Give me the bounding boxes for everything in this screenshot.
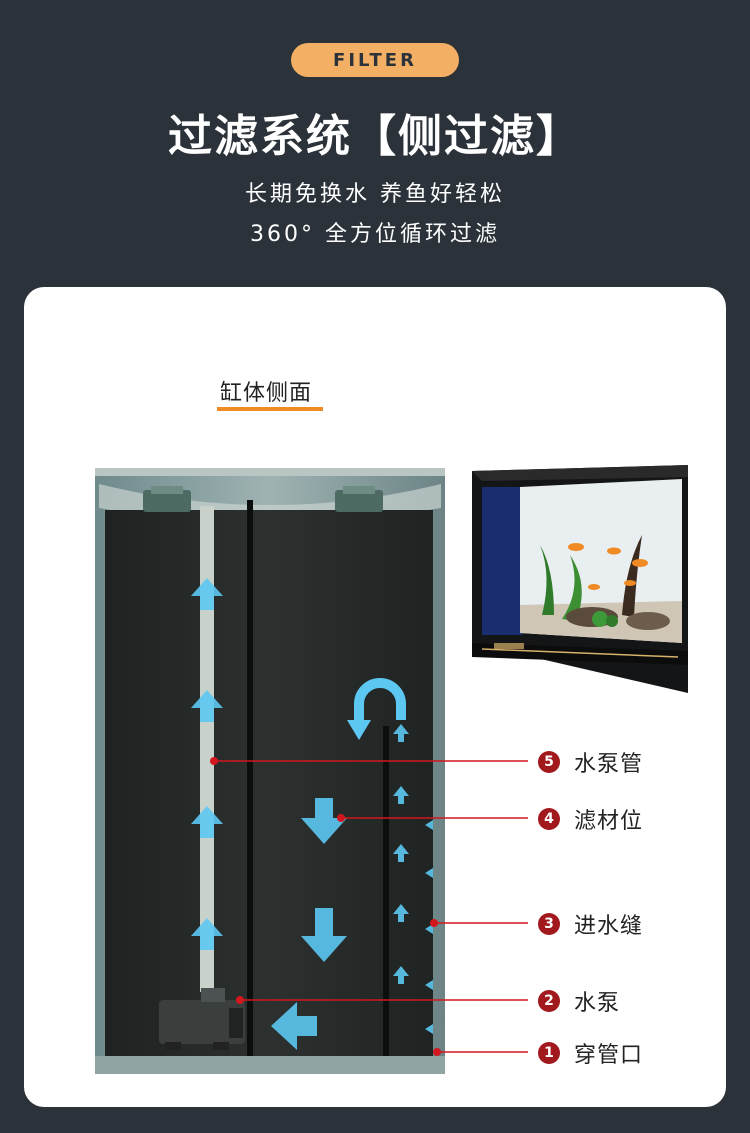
page-title: 过滤系统【侧过滤】 <box>168 111 582 162</box>
filter-badge: FILTER <box>291 43 459 77</box>
content-card: 缸体侧面 <box>24 287 726 1107</box>
callout-label: 穿管口 <box>574 1043 644 1068</box>
callout-number: 1 <box>538 1042 560 1064</box>
callout-number: 3 <box>538 913 560 935</box>
callout-pipe-hole: 1 穿管口 <box>538 1039 644 1068</box>
callout-number: 4 <box>538 808 560 830</box>
callout-pump: 2 水泵 <box>538 987 621 1016</box>
subtitle-line-1: 长期免换水 养鱼好轻松 <box>245 182 505 207</box>
callout-label: 滤材位 <box>574 809 644 834</box>
aquarium-product-image <box>472 465 688 693</box>
callout-number: 5 <box>538 751 560 773</box>
callout-water-inlet: 3 进水缝 <box>538 910 644 939</box>
tank-side-view <box>95 468 445 1074</box>
subtitle-line-2: 360° 全方位循环过滤 <box>250 222 500 247</box>
callout-label: 水泵管 <box>574 752 644 777</box>
section-title: 缸体侧面 <box>220 381 313 406</box>
callout-label: 水泵 <box>574 991 621 1016</box>
callout-label: 进水缝 <box>574 914 644 939</box>
callout-pump-pipe: 5 水泵管 <box>538 748 644 777</box>
callout-leader-lines <box>214 760 528 1053</box>
callout-filter-media: 4 滤材位 <box>538 805 644 834</box>
section-underline <box>217 407 323 411</box>
callout-number: 2 <box>538 990 560 1012</box>
